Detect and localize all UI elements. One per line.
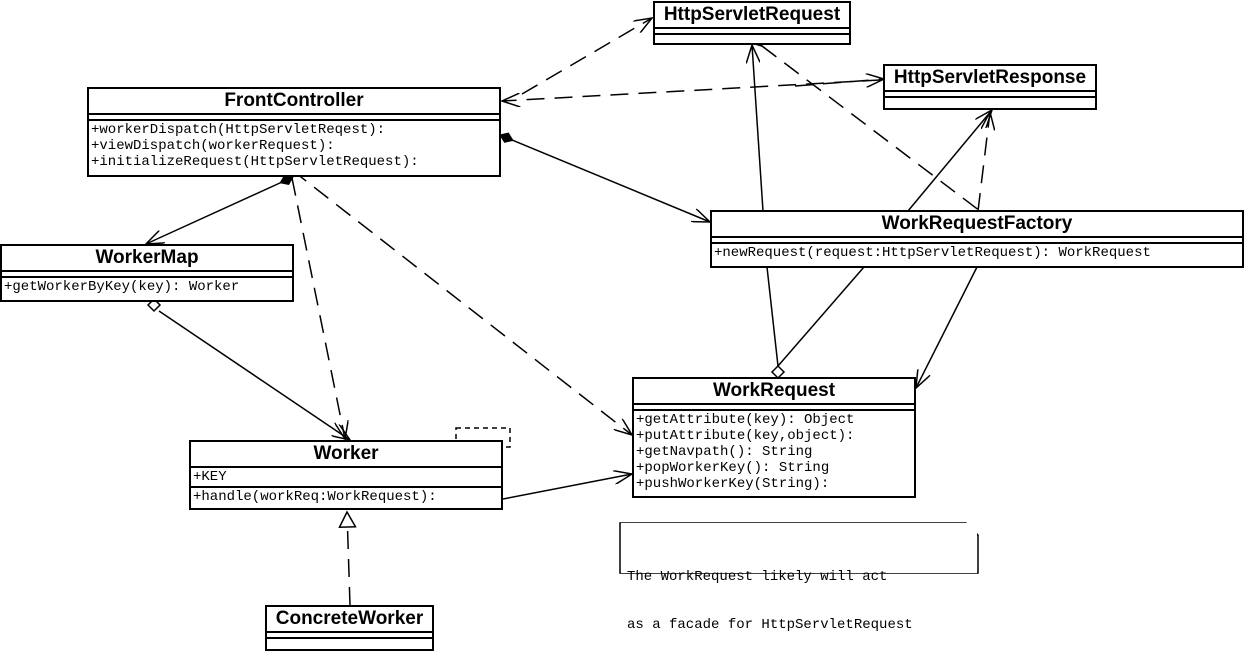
- attributes-compartment: +KEY: [191, 468, 501, 488]
- operation: +getNavpath(): String: [636, 444, 813, 460]
- attributes-compartment: [712, 238, 1242, 244]
- class-name: FrontController: [89, 89, 499, 115]
- class-work-request-factory[interactable]: WorkRequestFactory +newRequest(request:H…: [710, 210, 1244, 268]
- dep-frontcontroller-request: [521, 18, 652, 95]
- operation: +workerDispatch(HttpServletReqest):: [91, 122, 386, 138]
- realize-concreteworker-worker: [347, 512, 350, 606]
- dep-frontcontroller-response: [794, 79, 884, 86]
- class-front-controller[interactable]: FrontController +workerDispatch(HttpServ…: [87, 87, 501, 177]
- note-line: as a facade for HttpServletRequest: [627, 617, 913, 633]
- class-name: Worker: [191, 442, 501, 468]
- dep-frontcontroller-worker: [292, 178, 345, 439]
- note: The WorkRequest likely will act as a fac…: [621, 523, 977, 633]
- operation: +newRequest(request:HttpServletRequest):…: [714, 245, 1151, 261]
- operations-compartment: [885, 98, 1095, 102]
- comp-frontcontroller-workermap: [146, 177, 293, 244]
- attributes-compartment: [655, 29, 849, 35]
- attribute: +KEY: [193, 469, 227, 485]
- attributes-compartment: [885, 92, 1095, 98]
- class-name: HttpServletRequest: [655, 3, 849, 29]
- class-name: WorkRequest: [634, 379, 914, 405]
- operation: +popWorkerKey(): String: [636, 460, 830, 476]
- operation: +putAttribute(key,object):: [636, 428, 855, 444]
- agg-diamond-workermap: [146, 297, 162, 313]
- attributes-compartment: [2, 272, 292, 278]
- attributes-compartment: [634, 405, 914, 411]
- operations-compartment: [267, 639, 432, 643]
- dep-frontcontroller-workrequest: [292, 170, 632, 435]
- class-worker[interactable]: Worker +KEY +handle(workReq:WorkRequest)…: [189, 440, 503, 510]
- class-name: ConcreteWorker: [267, 607, 432, 633]
- operation: +initializeRequest(HttpServletRequest):: [91, 154, 419, 170]
- assoc-factory-response: [907, 110, 992, 212]
- class-name: WorkerMap: [2, 246, 292, 272]
- operations-compartment: +getAttribute(key): Object +putAttribute…: [634, 411, 914, 493]
- operation: +handle(workReq:WorkRequest):: [193, 489, 437, 505]
- agg-workrequest-factory-b: [777, 266, 865, 367]
- class-work-request[interactable]: WorkRequest +getAttribute(key): Object +…: [632, 377, 916, 498]
- operations-compartment: [655, 35, 849, 39]
- class-name: WorkRequestFactory: [712, 212, 1242, 238]
- dep-response-frontcontroller: [502, 79, 881, 101]
- class-worker-map[interactable]: WorkerMap +getWorkerByKey(key): Worker: [0, 244, 294, 302]
- operation: +getWorkerByKey(key): Worker: [4, 279, 240, 295]
- class-name: HttpServletResponse: [885, 66, 1095, 92]
- operation: +viewDispatch(workerRequest):: [91, 138, 335, 154]
- agg-workrequest-factory-a: [766, 266, 779, 367]
- operations-compartment: +newRequest(request:HttpServletRequest):…: [712, 244, 1242, 262]
- operations-compartment: +getWorkerByKey(key): Worker: [2, 278, 292, 296]
- class-concrete-worker[interactable]: ConcreteWorker: [265, 605, 434, 651]
- class-diagram: HttpServletRequest HttpServletResponse F…: [0, 1, 1244, 651]
- attributes-compartment: [89, 115, 499, 121]
- note-line: The WorkRequest likely will act: [627, 569, 888, 585]
- operations-compartment: +workerDispatch(HttpServletReqest): +vie…: [89, 121, 499, 171]
- operations-compartment: +handle(workReq:WorkRequest):: [191, 488, 501, 506]
- attributes-compartment: [267, 633, 432, 639]
- assoc-factory-request: [752, 45, 764, 212]
- operation: +getAttribute(key): Object: [636, 412, 855, 428]
- operation: +pushWorkerKey(String):: [636, 476, 830, 492]
- agg-workermap-worker: [158, 310, 350, 440]
- comp-frontcontroller-factory: [500, 135, 710, 222]
- assoc-factory-workrequest: [916, 266, 978, 388]
- assoc-worker-workrequest: [502, 474, 632, 500]
- class-http-servlet-response[interactable]: HttpServletResponse: [883, 64, 1097, 110]
- dep-request-factory: [762, 46, 981, 212]
- dep-factory-response: [977, 112, 990, 212]
- class-http-servlet-request[interactable]: HttpServletRequest: [653, 1, 851, 45]
